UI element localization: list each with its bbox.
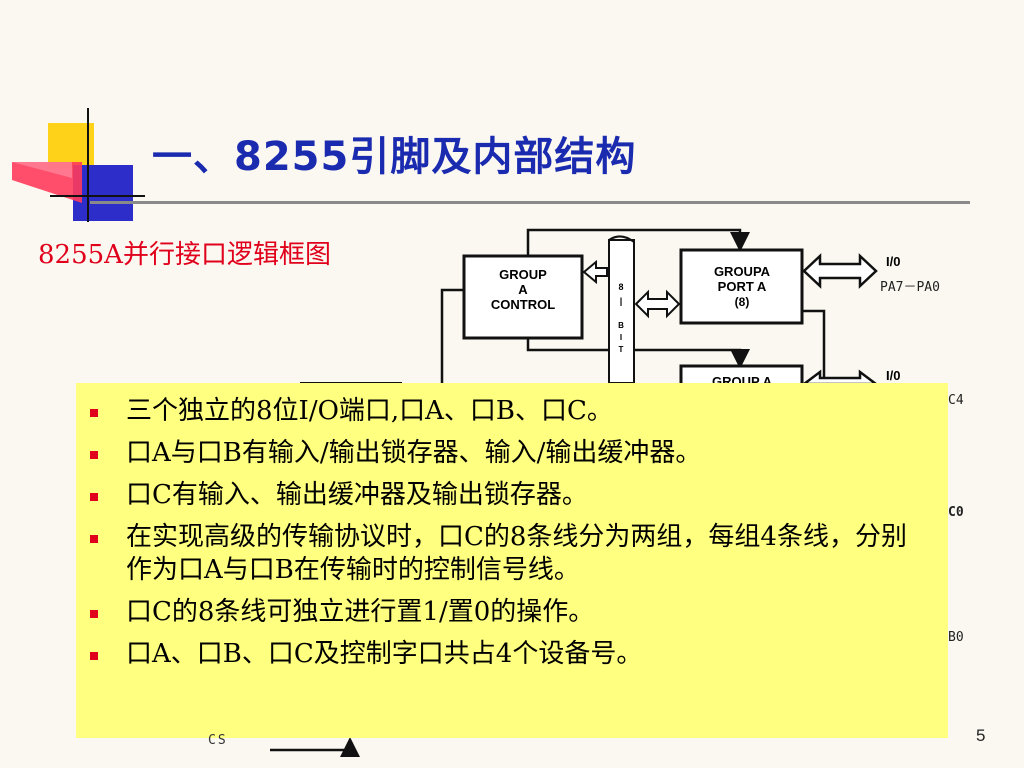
bullet-square-icon [90,451,98,459]
bullet-square-icon [90,493,98,501]
title-divider [90,201,970,204]
control-label-2: A [518,282,528,297]
bullet-item: 三个独立的8位I/O端口,口A、口B、口C。 [90,395,922,428]
control-line-left [440,288,466,383]
bullet-item: 在实现高级的传输协议时，口C的8条线分为两组，每组4条线，分别作为口A与口B在传… [90,521,922,587]
port-a-label-3: (8) [735,295,750,309]
bullet-item: 口C的8条线可独立进行置1/置0的操作。 [90,596,922,629]
io-label-1: I/0 [886,254,900,269]
summary-note-box: 三个独立的8位I/O端口,口A、口B、口C。 口A与口B有输入/输出锁存器、输入… [76,383,948,738]
control-label-1: GROUP [499,267,547,282]
bus-label-5: T [619,345,624,354]
pc-fragment-label: C4 [948,393,964,408]
bullet-list: 三个独立的8位I/O端口,口A、口B、口C。 口A与口B有输入/输出锁存器、输入… [76,383,948,671]
port-a-label-2: PORT A [718,279,767,294]
bus-label-3: B [618,321,624,330]
control-bus-arrow [582,259,608,285]
decorative-squares [12,108,145,222]
bus-label-4: I [620,333,622,342]
port-a-label-1: GROUPA [714,264,771,279]
bullet-item: 口A、口B、口C及控制字口共占4个设备号。 [90,638,922,671]
bullet-square-icon [90,535,98,543]
port-a-pins-label: PA7－PA0 [880,280,940,295]
bullet-square-icon [90,610,98,618]
pb0-fragment-label: B0 [948,630,964,645]
group-a-port-box [679,248,804,325]
pc0-fragment-label: C0 [948,505,964,520]
cs-signal-label: CS [208,733,228,748]
bullet-item: 口C有输入、输出缓冲器及输出锁存器。 [90,479,922,512]
control-label-3: CONTROL [491,297,555,312]
io-label-2: I/0 [886,368,900,383]
bullet-square-icon [90,652,98,660]
slide-title: 一、8255引脚及内部结构 [152,134,637,180]
bus-label-1: 8 [618,282,623,292]
diagram-subtitle: 8255A并行接口逻辑框图 [38,240,331,270]
bus-porta-arrow [634,289,681,319]
control-line-top [526,228,750,260]
port-side-line [803,309,826,383]
bullet-item: 口A与口B有输入/输出锁存器、输入/输出缓冲器。 [90,437,922,470]
bullet-square-icon [90,409,98,417]
group-a-control-box [462,254,584,340]
internal-data-bus [608,239,635,384]
page-number: 5 [976,726,986,745]
porta-io-arrow [802,253,878,289]
bus-label-2: | [620,296,623,306]
